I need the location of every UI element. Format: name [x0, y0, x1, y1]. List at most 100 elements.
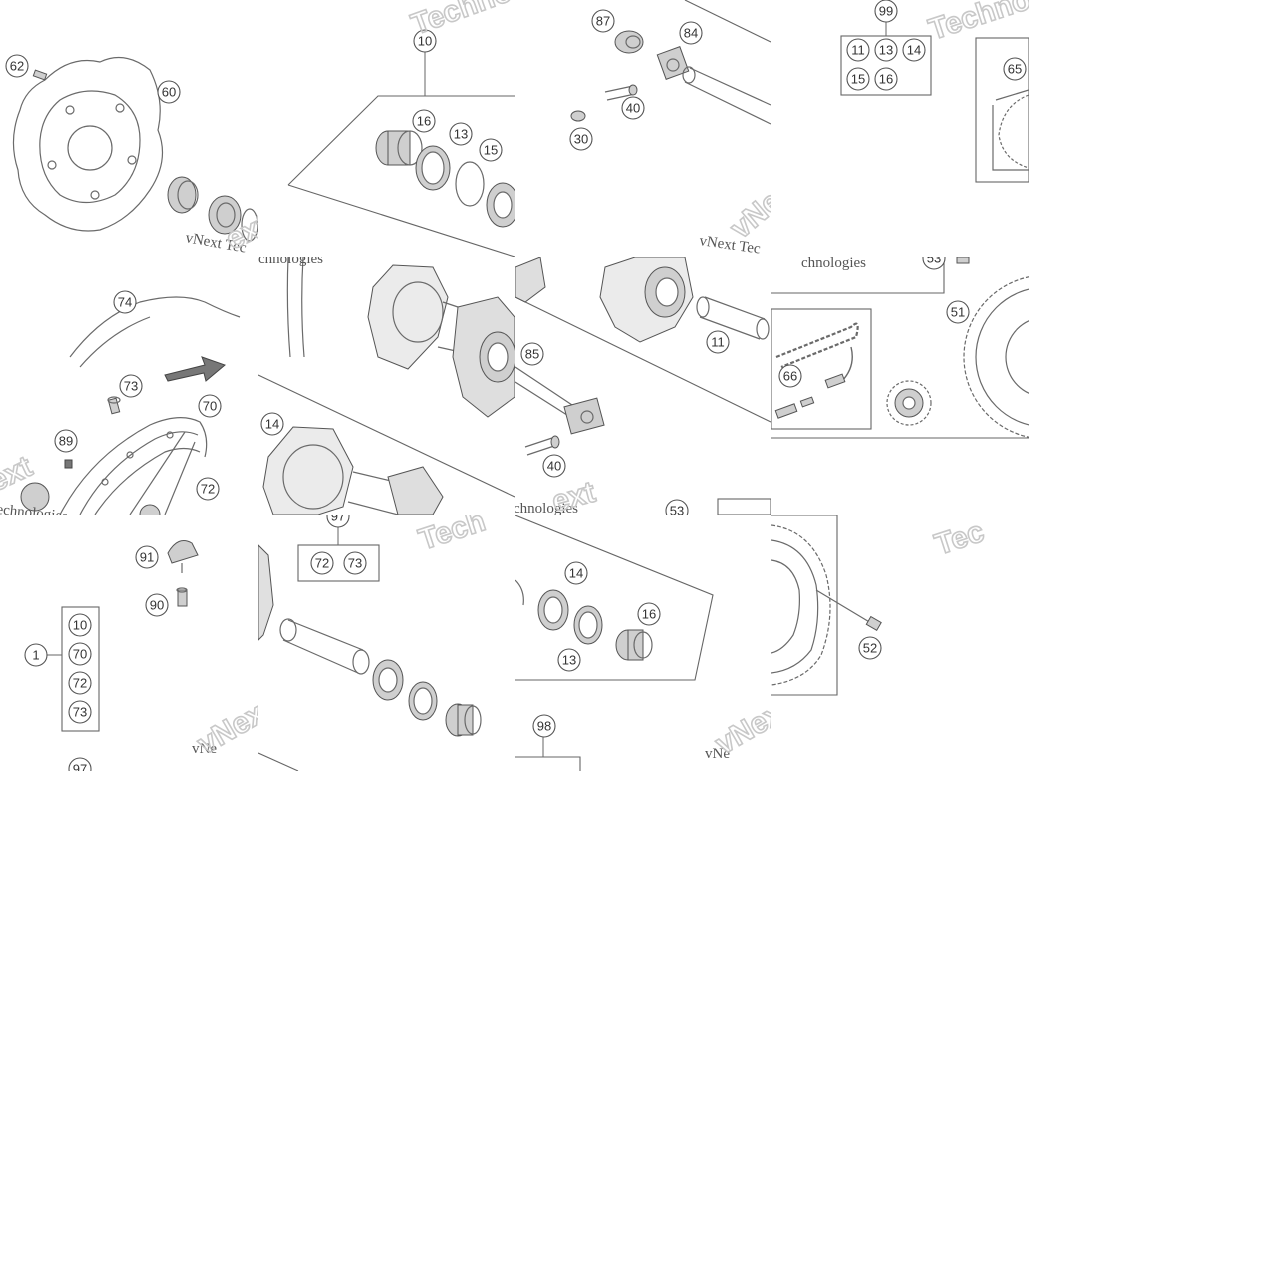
rear-sprocket-half — [771, 524, 831, 686]
callout-13[interactable]: 13 — [874, 38, 898, 62]
svg-text:85: 85 — [525, 347, 539, 362]
bearing — [372, 659, 404, 701]
rim-tape — [69, 296, 241, 368]
wheel-spacer — [167, 176, 258, 242]
callout-14[interactable]: 14 — [564, 561, 588, 585]
kit-98-drawing: 14 16 13 98 vNe vNext — [515, 515, 771, 771]
callout-70[interactable]: 70 — [68, 642, 92, 666]
hubs-drawing: 14 chnologies — [258, 257, 515, 515]
front-axle-drawing: 87 84 40 30 vNext Tec vNe — [569, 0, 771, 257]
callout-1[interactable]: 1 — [24, 643, 48, 667]
kit-outline-box — [515, 515, 714, 681]
callout-62[interactable]: 62 — [5, 54, 29, 78]
callout-10[interactable]: 10 — [68, 613, 92, 637]
tile-wheel-kit: 91 90 1 10 70 72 73 97 vNe — [0, 515, 258, 771]
watermark-large: vNext — [192, 692, 258, 761]
chain-joint — [774, 373, 846, 419]
screw-62 — [32, 69, 48, 81]
svg-text:65: 65 — [1008, 62, 1022, 77]
svg-text:16: 16 — [642, 607, 656, 622]
callout-85[interactable]: 85 — [520, 342, 544, 366]
callout-14[interactable]: 14 — [260, 412, 284, 436]
callout-13[interactable]: 13 — [557, 648, 581, 672]
callout-89[interactable]: 89 — [54, 429, 78, 453]
seal-ring — [415, 145, 451, 191]
valve — [107, 396, 121, 415]
callout-16[interactable]: 16 — [874, 67, 898, 91]
callout-72[interactable]: 72 — [196, 477, 220, 501]
callout-40[interactable]: 40 — [542, 454, 566, 478]
svg-text:40: 40 — [547, 459, 561, 474]
callout-72[interactable]: 72 — [68, 671, 92, 695]
watermark-large: Techno — [925, 0, 1029, 47]
callout-11[interactable]: 11 — [706, 330, 730, 354]
svg-text:73: 73 — [348, 556, 362, 571]
callout-73[interactable]: 73 — [68, 700, 92, 724]
callout-11[interactable]: 11 — [846, 38, 870, 62]
front-sprocket — [886, 380, 932, 426]
callout-65[interactable]: 65 — [1003, 57, 1027, 81]
rim-drawing: 74 73 70 89 72 Technologies ext — [0, 290, 241, 515]
svg-text:91: 91 — [140, 550, 154, 565]
watermark-text: vNe — [705, 746, 730, 762]
callout-66[interactable]: 66 — [778, 364, 802, 388]
hub-edge — [258, 544, 274, 641]
sprocket-outline — [998, 94, 1029, 169]
callout-97[interactable]: 97 — [68, 757, 92, 771]
svg-text:10: 10 — [73, 618, 87, 633]
svg-text:74: 74 — [118, 295, 132, 310]
spacer — [445, 703, 482, 737]
washer — [570, 110, 586, 122]
rim — [59, 417, 208, 515]
svg-text:70: 70 — [73, 647, 87, 662]
callout-53[interactable]: 53 — [665, 499, 689, 515]
callout-13[interactable]: 13 — [449, 122, 473, 146]
tile-rim: 74 73 70 89 72 Technologies ext — [0, 257, 258, 515]
svg-text:98: 98 — [537, 719, 551, 734]
callout-72[interactable]: 72 — [310, 551, 334, 575]
rear-hub-kit-drawing: 99 11 13 14 15 16 65 Techno — [840, 0, 1029, 183]
callout-98[interactable]: 98 — [532, 714, 556, 738]
chain-guide-frame — [975, 37, 1029, 183]
screw — [524, 435, 560, 456]
callout-14[interactable]: 14 — [902, 38, 926, 62]
callout-51[interactable]: 51 — [946, 300, 970, 324]
callout-74[interactable]: 74 — [113, 290, 137, 314]
tile-sprockets: 53 51 66 chnologies — [771, 257, 1029, 515]
svg-text:72: 72 — [315, 556, 329, 571]
callout-40[interactable]: 40 — [621, 96, 645, 120]
svg-text:40: 40 — [626, 101, 640, 116]
callout-70[interactable]: 70 — [198, 394, 222, 418]
callout-87[interactable]: 87 — [591, 9, 615, 33]
callout-91[interactable]: 91 — [135, 545, 159, 569]
watermark-large: Techno — [407, 0, 515, 42]
callout-90[interactable]: 90 — [145, 593, 169, 617]
callout-15[interactable]: 15 — [846, 67, 870, 91]
callout-99[interactable]: 99 — [874, 0, 898, 23]
callout-73[interactable]: 73 — [119, 374, 143, 398]
callout-30[interactable]: 30 — [569, 127, 593, 151]
callout-60[interactable]: 60 — [157, 80, 181, 104]
screw-53 — [956, 257, 970, 264]
callout-52[interactable]: 52 — [858, 636, 882, 660]
rear-sprocket — [963, 276, 1029, 438]
rear-hub — [262, 426, 444, 515]
callout-16[interactable]: 16 — [412, 109, 436, 133]
watermark-large: Tech — [415, 515, 490, 557]
watermark-large: ext — [548, 476, 598, 515]
tile-rear-hub-kit: 99 11 13 14 15 16 65 Techno — [771, 0, 1029, 257]
hub-flange — [515, 257, 694, 343]
svg-text:13: 13 — [879, 43, 893, 58]
tile-front-hub-kit: 10 16 13 15 Techno — [258, 0, 515, 257]
callout-15[interactable]: 15 — [479, 138, 503, 162]
svg-text:53: 53 — [927, 257, 941, 266]
spoke-nipple — [64, 459, 73, 469]
callout-16[interactable]: 16 — [637, 602, 661, 626]
spoke-set-drawing: 97 72 73 Tech — [258, 515, 490, 771]
callout-10[interactable]: 10 — [413, 29, 437, 53]
callout-53[interactable]: 53 — [922, 257, 946, 270]
callout-84[interactable]: 84 — [679, 21, 703, 45]
tile-spoke-set: 97 72 73 Tech — [258, 515, 515, 771]
callout-97[interactable]: 97 — [326, 515, 350, 528]
callout-73[interactable]: 73 — [343, 551, 367, 575]
